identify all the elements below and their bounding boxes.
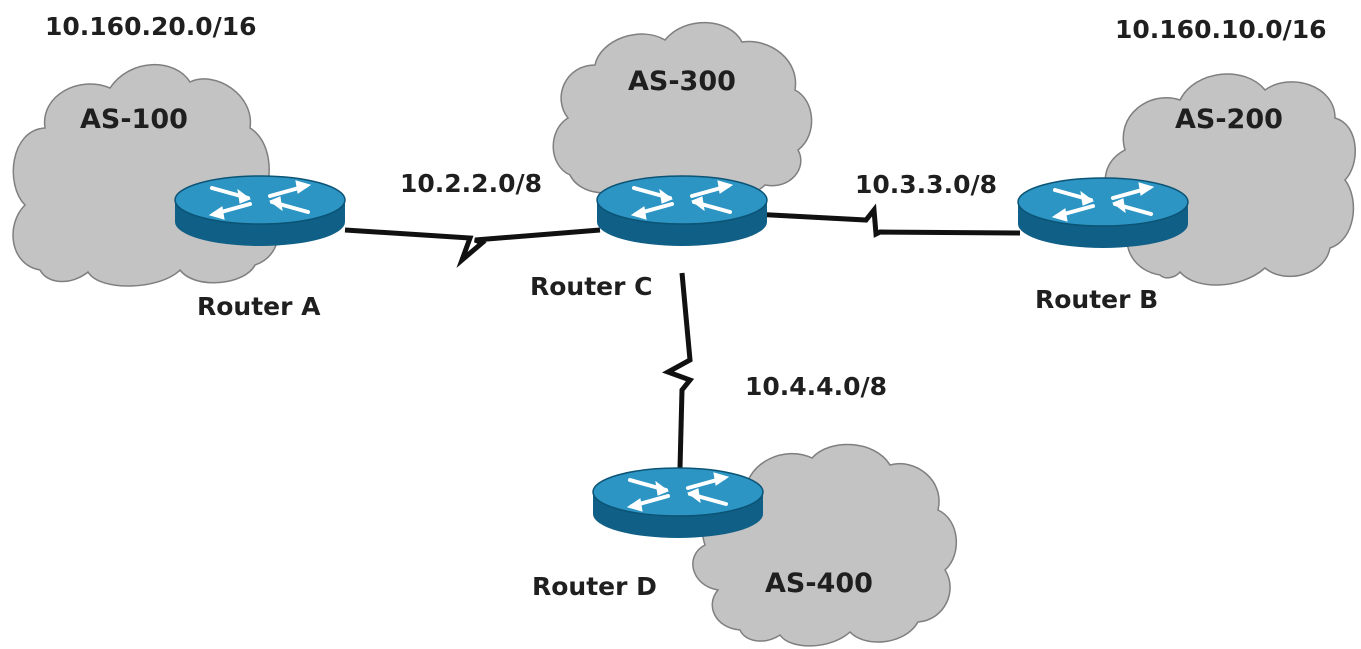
serial-link-icon [734,203,1021,238]
router-d-label: Router D [532,572,657,601]
router-icon [1016,176,1190,250]
prefix-as200-label: 10.160.10.0/16 [1115,15,1327,44]
router-a[interactable] [173,174,347,248]
router-b[interactable] [1016,176,1190,250]
link-a-c [344,227,601,269]
as300-label: AS-300 [628,66,736,97]
as400-label: AS-400 [765,568,873,599]
link-c-b-label: 10.3.3.0/8 [855,170,997,199]
router-icon [595,174,769,248]
prefix-as100-label: 10.160.20.0/16 [45,12,257,41]
link-c-b [734,203,1021,238]
router-c-label: Router C [530,272,653,301]
cloud-as300 [552,21,813,200]
link-c-d [661,272,695,469]
cloud-icon [12,63,280,287]
serial-link-icon [344,227,601,269]
router-icon [173,174,347,248]
router-icon [591,466,765,540]
router-c[interactable] [595,174,769,248]
router-b-label: Router B [1035,285,1158,314]
serial-link-icon [661,272,695,469]
cloud-icon [552,21,813,200]
router-a-label: Router A [197,292,321,321]
link-a-c-label: 10.2.2.0/8 [400,169,542,198]
as200-label: AS-200 [1175,104,1283,135]
router-d[interactable] [591,466,765,540]
cloud-as100 [12,63,280,287]
link-c-d-label: 10.4.4.0/8 [745,372,887,401]
as100-label: AS-100 [80,104,188,135]
